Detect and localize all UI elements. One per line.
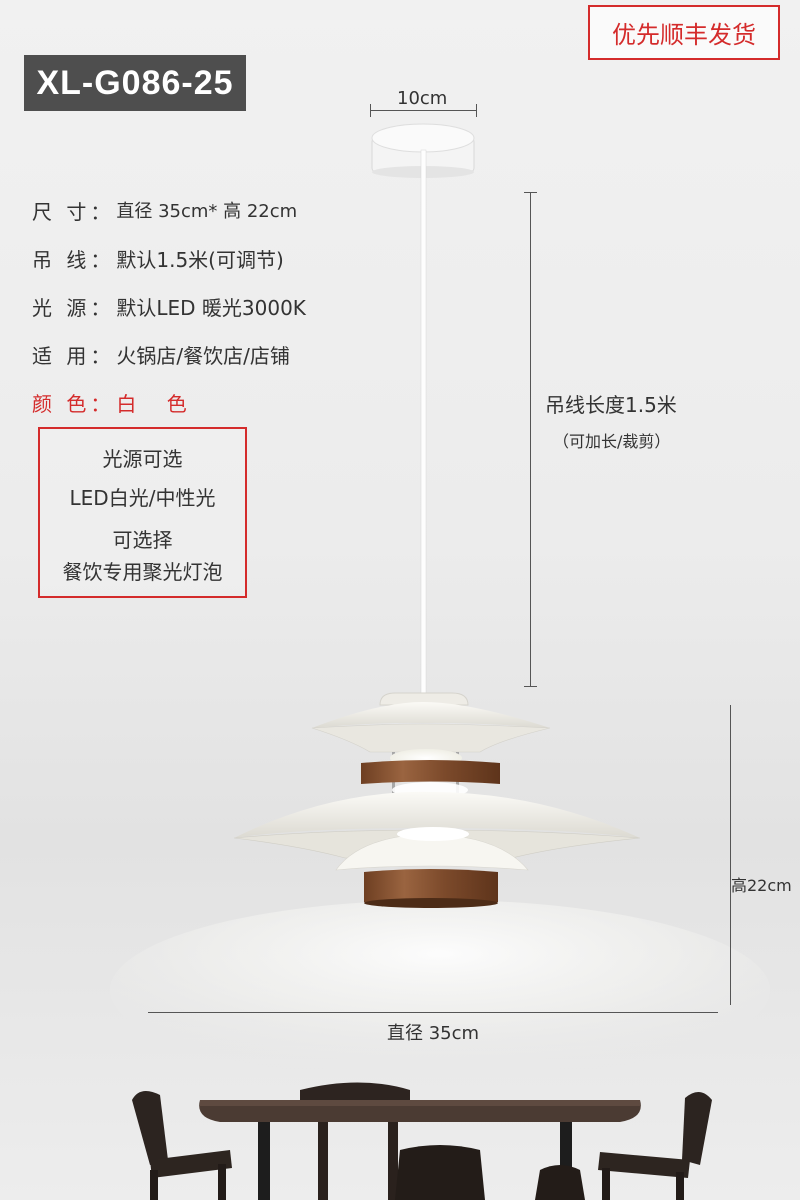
options-line: 餐饮专用聚光灯泡 [62, 560, 223, 584]
dim-tick [524, 686, 537, 687]
spec-label: 适 用： [32, 343, 115, 368]
shipping-badge: 优先顺丰发货 [588, 5, 780, 60]
dim-diameter-line [148, 1012, 718, 1013]
dim-tick [524, 192, 537, 193]
spec-row-light-source: 光 源： 默认LED 暖光3000K [32, 282, 306, 330]
spec-row-cable: 吊 线： 默认1.5米(可调节) [32, 234, 306, 282]
spec-value: 默认LED 暖光3000K [116, 295, 306, 320]
spec-row-usage: 适 用： 火锅店/餐饮店/店铺 [32, 330, 306, 378]
options-line: 光源可选 [102, 447, 183, 471]
spec-row-color: 颜 色： 白 色 [32, 378, 306, 426]
dim-cable-note: （可加长/裁剪） [553, 432, 671, 451]
dim-tick [476, 104, 477, 117]
dim-diameter-label: 直径 35cm [387, 1023, 480, 1044]
spec-value: 白 色 [116, 391, 199, 416]
spec-list: 尺 寸： 直径 35cm* 高 22cm 吊 线： 默认1.5米(可调节) 光 … [32, 186, 306, 426]
dim-cable-length-label: 吊线长度1.5米 [545, 393, 677, 417]
light-options-box: 光源可选 LED白光/中性光 可选择 餐饮专用聚光灯泡 [38, 427, 247, 598]
spec-value: 默认1.5米(可调节) [116, 247, 284, 272]
spec-label: 尺 寸： [32, 199, 115, 224]
dining-table-chairs [132, 1082, 712, 1200]
light-glow [110, 900, 770, 1080]
dim-canopy-width-label: 10cm [397, 88, 448, 109]
spec-label: 吊 线： [32, 247, 115, 272]
model-code-tag: XL-G086-25 [24, 55, 246, 111]
spec-row-size: 尺 寸： 直径 35cm* 高 22cm [32, 186, 306, 234]
spec-value: 火锅店/餐饮店/店铺 [116, 343, 290, 368]
dim-height-label: 高22cm [731, 876, 792, 895]
options-line: LED白光/中性光 [69, 486, 216, 510]
options-line: 可选择 [112, 528, 173, 552]
pendant-cable [420, 149, 427, 696]
dim-cable-length-line [530, 192, 531, 687]
pendant-lamp [233, 692, 641, 908]
dim-tick [370, 104, 371, 117]
spec-label: 光 源： [32, 295, 115, 320]
spec-value: 直径 35cm* 高 22cm [116, 201, 298, 222]
spec-label: 颜 色： [32, 391, 115, 416]
dim-canopy-width-line [370, 110, 477, 111]
dim-height-line [730, 705, 731, 1005]
